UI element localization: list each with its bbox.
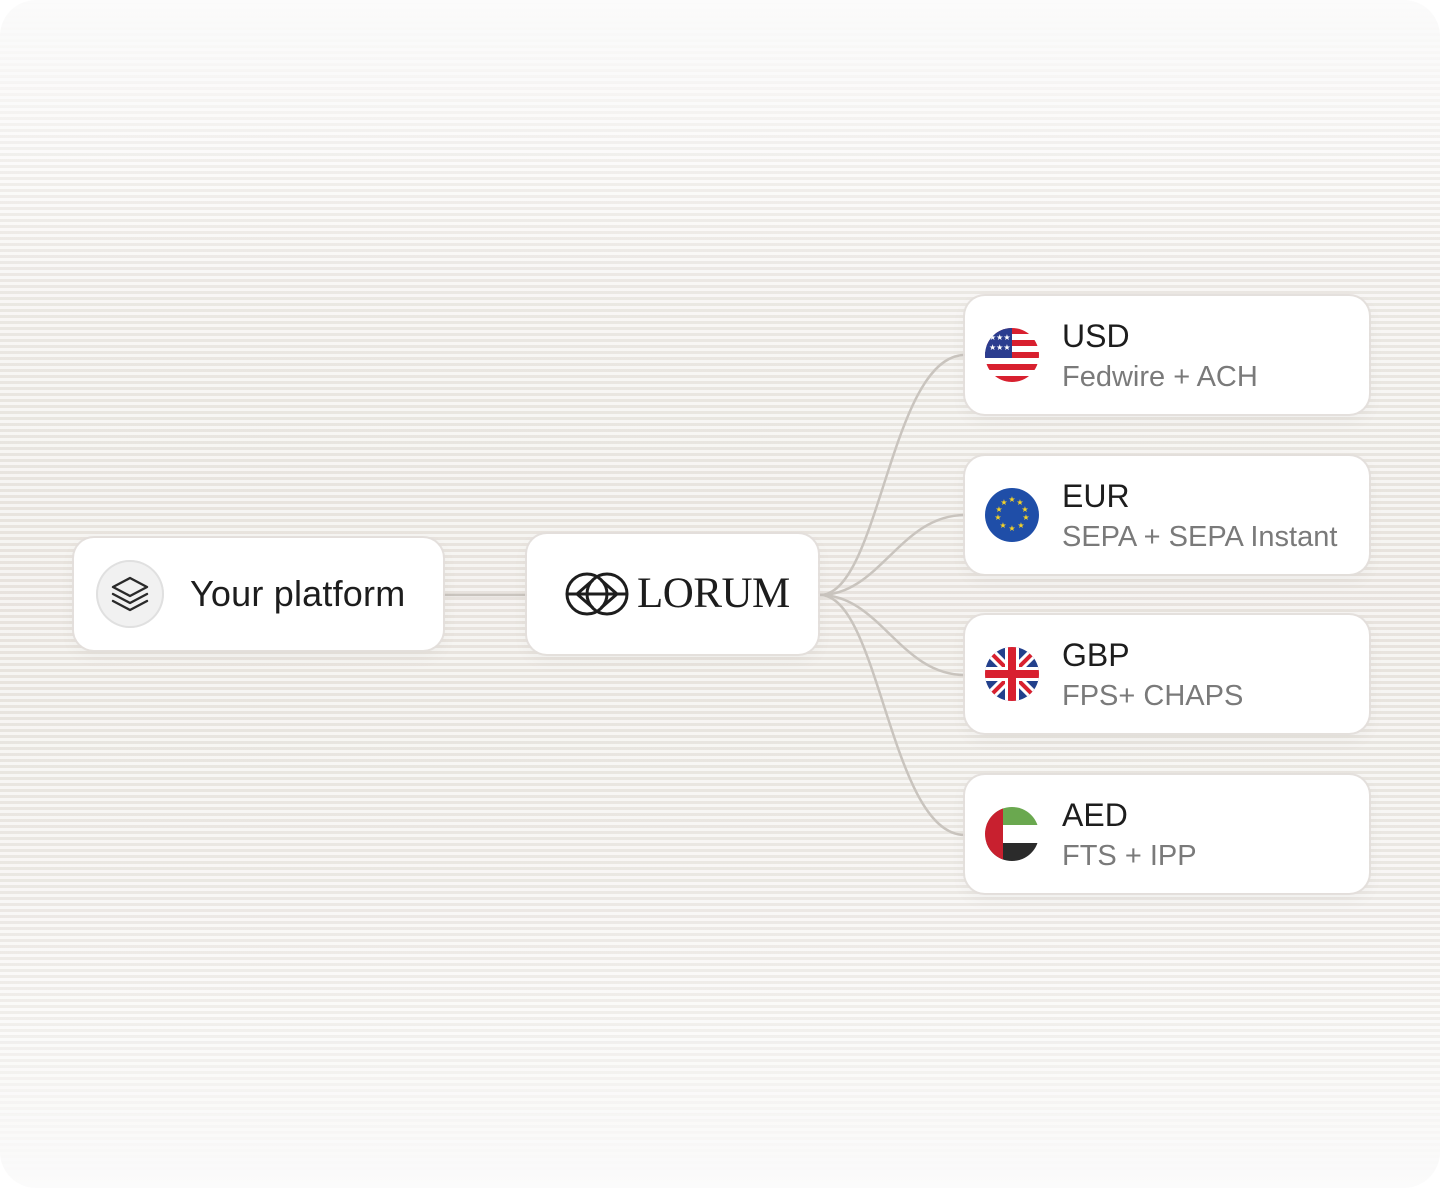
- connector-lorum-to-eur: [819, 513, 966, 597]
- layers-icon: [96, 560, 164, 628]
- currency-rails: FTS + IPP: [1062, 840, 1197, 872]
- svg-text:★: ★: [1008, 495, 1015, 504]
- svg-text:★: ★: [1022, 513, 1029, 522]
- currency-code: AED: [1062, 797, 1128, 833]
- currency-card-usd: ★★★ ★★★ USD Fedwire + ACH: [965, 296, 1369, 414]
- connector-lorum-to-gbp: [819, 593, 966, 677]
- eu-flag-icon: ★ ★ ★ ★ ★ ★ ★ ★ ★ ★: [985, 488, 1039, 542]
- uae-flag-icon: [985, 807, 1039, 861]
- svg-text:★★★: ★★★: [989, 333, 1011, 342]
- provider-name: LORUM: [637, 570, 790, 617]
- currency-code: GBP: [1062, 637, 1130, 673]
- platform-card: Your platform: [74, 538, 443, 650]
- svg-text:★: ★: [1017, 521, 1024, 530]
- svg-text:★: ★: [1008, 524, 1015, 533]
- currency-rails: FPS+ CHAPS: [1062, 680, 1244, 712]
- svg-text:★: ★: [1016, 498, 1023, 507]
- connector-lorum-to-aed: [819, 593, 966, 837]
- svg-text:★: ★: [995, 505, 1002, 514]
- svg-text:★: ★: [1021, 505, 1028, 514]
- platform-label: Your platform: [190, 573, 406, 614]
- lorum-logo-mark: [565, 570, 629, 623]
- currency-card-eur: ★ ★ ★ ★ ★ ★ ★ ★ ★ ★ EUR SEPA + SEPA Inst…: [965, 456, 1369, 574]
- currency-card-gbp: GBP FPS+ CHAPS: [965, 615, 1369, 733]
- currency-rails: Fedwire + ACH: [1062, 361, 1258, 393]
- uk-flag-icon: [985, 647, 1039, 701]
- svg-text:★: ★: [994, 513, 1001, 522]
- currency-code: USD: [1062, 318, 1130, 354]
- currency-code: EUR: [1062, 478, 1130, 514]
- currency-card-aed: AED FTS + IPP: [965, 775, 1369, 893]
- svg-text:★: ★: [1000, 498, 1007, 507]
- svg-text:★★★: ★★★: [989, 343, 1011, 352]
- svg-text:★: ★: [999, 521, 1006, 530]
- connector-lorum-to-usd: [819, 353, 966, 597]
- provider-card: LORUM: [527, 534, 818, 654]
- currency-rails: SEPA + SEPA Instant: [1062, 521, 1338, 553]
- us-flag-icon: ★★★ ★★★: [985, 328, 1039, 382]
